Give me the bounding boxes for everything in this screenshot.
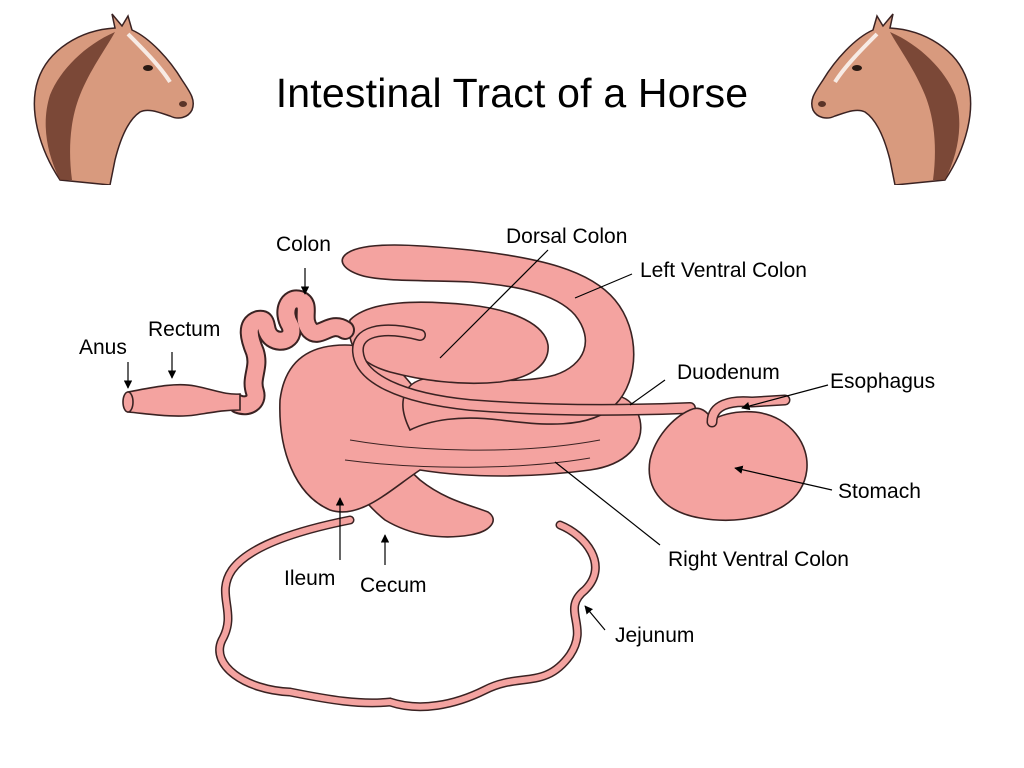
dorsal-colon-line <box>439 249 549 359</box>
stomach-organ <box>648 407 808 521</box>
page-title: Intestinal Tract of a Horse <box>275 70 749 116</box>
jejunum-arrow <box>584 605 606 631</box>
label-cecum: Cecum <box>360 574 427 597</box>
horse-head-icon <box>33 13 194 185</box>
label-stomach: Stomach <box>838 480 921 503</box>
esophagus-arrow <box>741 384 829 411</box>
label-jejunum: Jejunum <box>615 624 694 647</box>
label-colon: Colon <box>276 233 331 256</box>
right-ventral-colon-line <box>554 461 661 546</box>
left-ventral-colon-organ <box>341 244 635 432</box>
label-duodenum: Duodenum <box>677 361 780 384</box>
label-esophagus: Esophagus <box>830 370 935 393</box>
label-rectum: Rectum <box>148 318 220 341</box>
rectum-organ <box>127 383 241 417</box>
stomach-arrow <box>734 465 833 491</box>
label-ileum: Ileum <box>284 567 335 590</box>
label-dorsal-colon: Dorsal Colon <box>506 225 627 248</box>
horse-head-icon <box>811 13 972 185</box>
left-ventral-colon-line <box>574 273 633 299</box>
dorsal-colon-organ <box>348 301 549 385</box>
label-right-ventral-colon: Right Ventral Colon <box>668 548 849 571</box>
duodenum-line <box>629 379 666 406</box>
label-anus: Anus <box>79 336 127 359</box>
label-left-ventral-colon: Left Ventral Colon <box>640 259 807 282</box>
